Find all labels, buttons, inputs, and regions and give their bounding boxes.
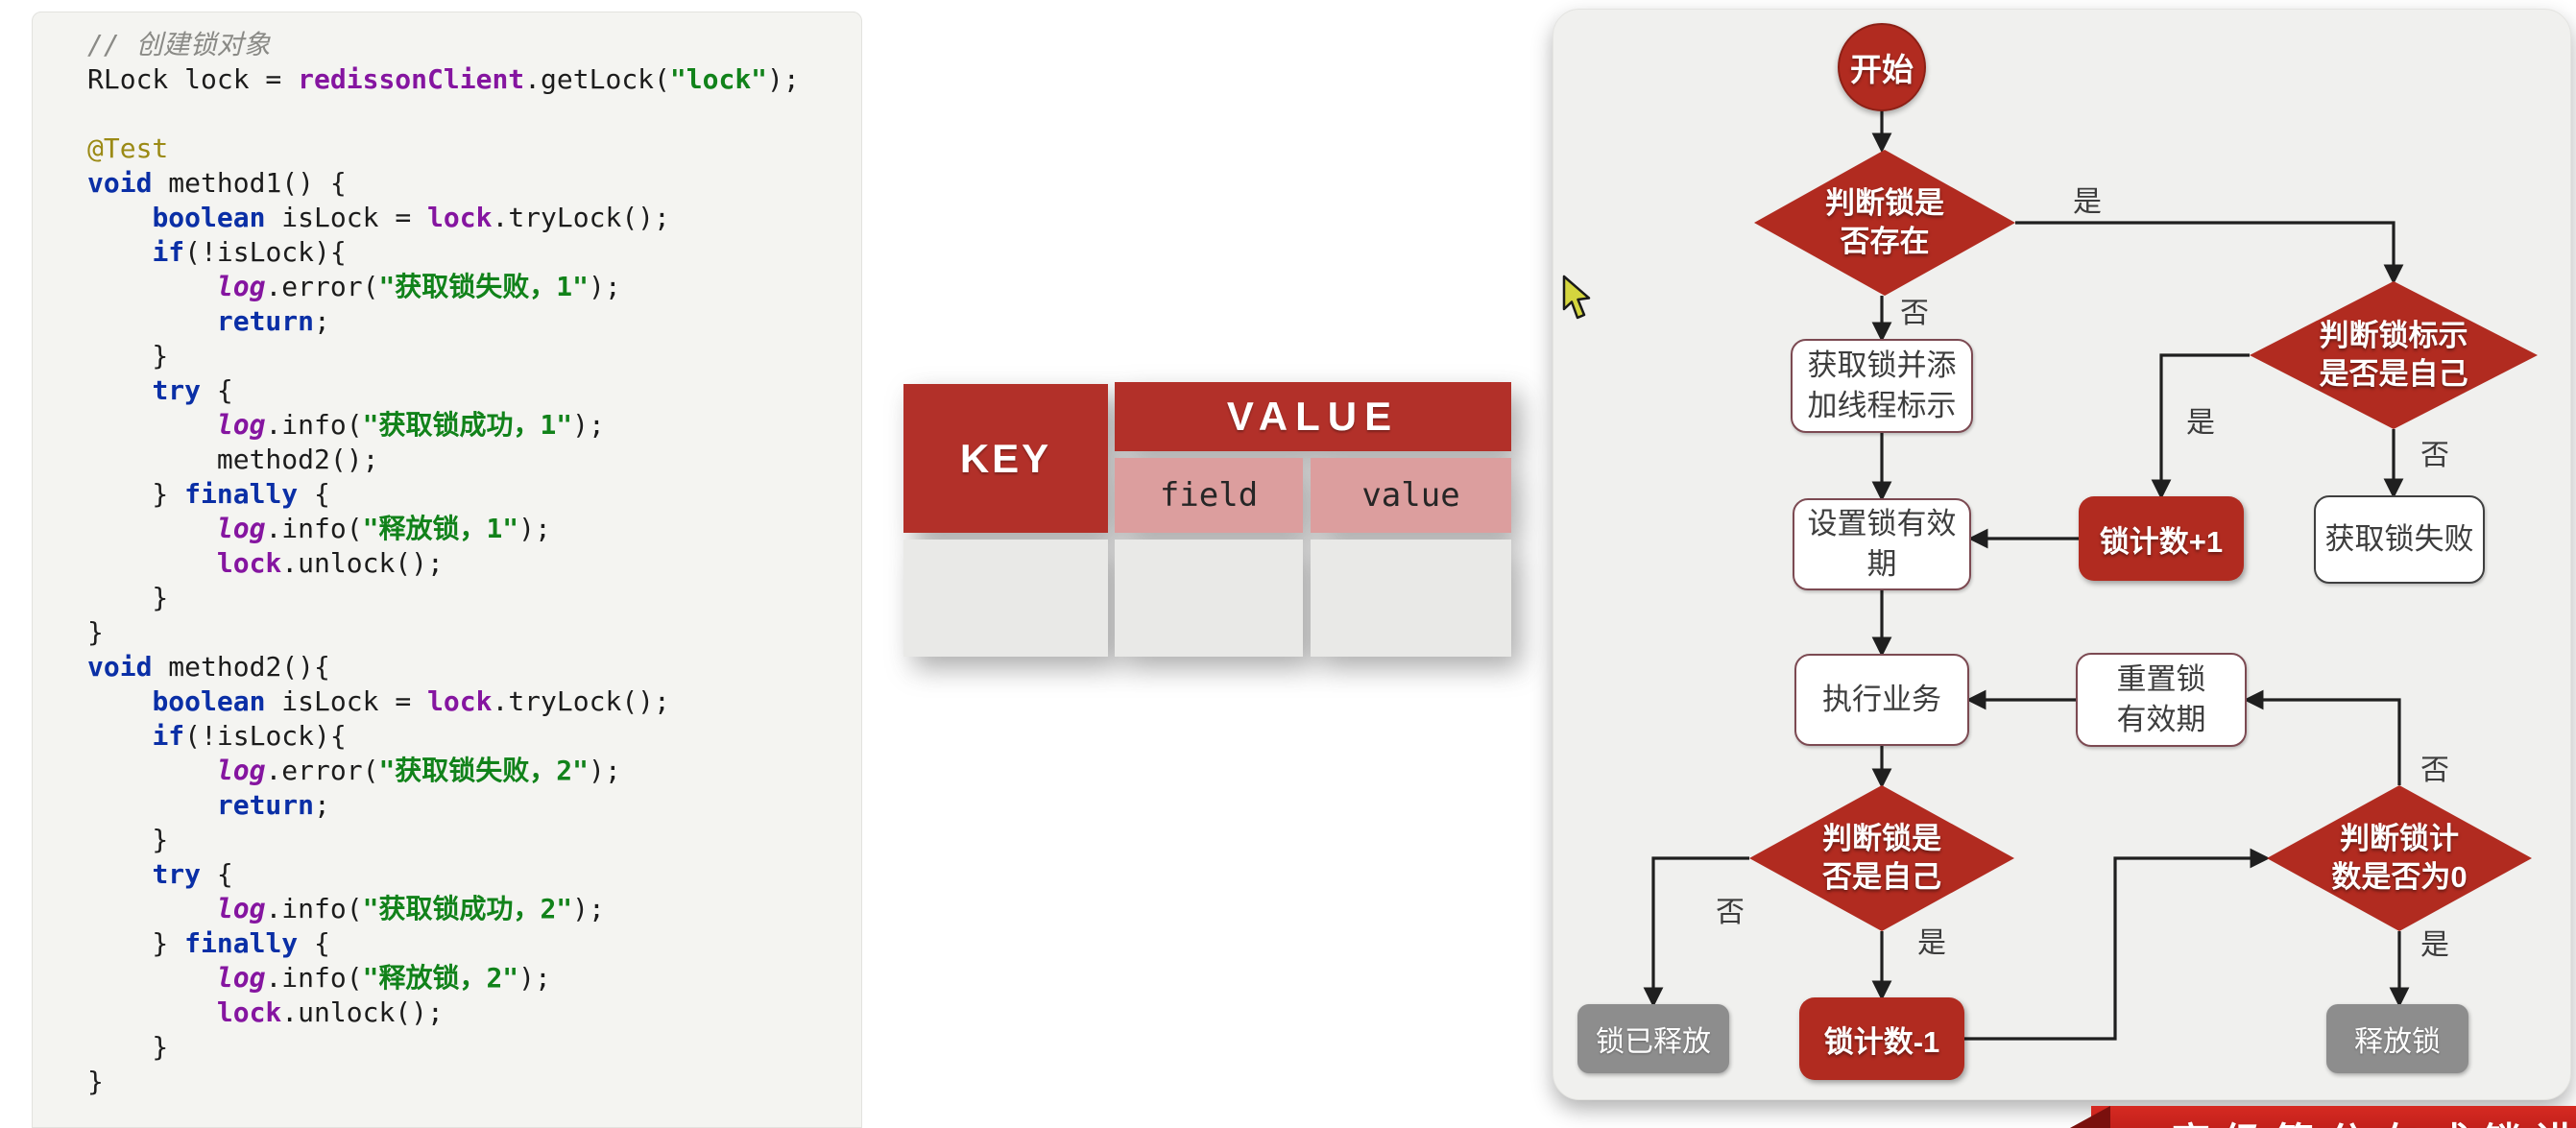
code-line: try { [152,858,233,890]
field-header-label: field [1159,476,1259,515]
edge-countzero-no-to-reset [2243,689,2401,785]
check-owner-release-diamond: 判断锁是否是自己 [1749,785,2014,931]
code-line: // 创建锁对象 [87,29,271,60]
run-business-box: 执行业务 [1794,654,1969,746]
code-line: if(!isLock){ [152,720,347,752]
acquire-lock-add-mark-box: 获取锁并添加线程标示 [1791,339,1973,433]
acquire-lock-fail-box: 获取锁失败 [2314,495,2485,584]
flowchart-panel: 开始判断锁是否存在获取锁并添加线程标示 判断锁标示是否是自己设置锁有效期 锁计数+1… [1553,9,2571,1100]
flow-edges [1643,109,2410,1041]
reset-lock-ttl-box: 重置锁有效期 [2076,653,2247,747]
code-line: log.error("获取锁失败，1"); [216,271,621,302]
edge-label: 否 [2420,440,2449,471]
value-header-label: VALUE [1226,394,1400,439]
chapter-banner: 高级篇分布式锁讲解 [2070,1103,2576,1128]
empty-value-cell [1311,540,1511,657]
code-line: } [87,582,169,613]
check-lock-exists-diamond: 判断锁是否存在 [1754,150,2015,296]
edge-decr-to-countzero [1964,848,2271,1041]
code-line: void method1() { [87,167,347,199]
edge-label: 是 [1917,927,1946,959]
release-lock-box: 释放锁 [2326,1004,2468,1073]
code-line: } [87,824,169,855]
lock-released-box: 锁已释放 [1577,1004,1729,1073]
value-col-header-label: value [1361,476,1460,515]
code-line: return; [216,305,330,337]
code-line: log.info("获取锁成功，1"); [216,409,605,441]
edge-label: 是 [2420,929,2449,961]
check-lock-mark-self-diamond: 判断锁标示是否是自己 [2250,281,2538,429]
incr-lock-count-box: 锁计数+1 [2079,496,2244,581]
code-line: log.error("获取锁失败，2"); [216,755,621,786]
code-line: log.info("释放锁，1"); [216,513,551,544]
check-count-zero-diamond: 判断锁计数是否为0 [2267,785,2532,931]
code-line: } [87,1066,104,1097]
code-line: log.info("释放锁，2"); [216,962,551,994]
chapter-banner-band: 高级篇分布式锁讲解 [2091,1106,2576,1128]
code-line [87,97,861,132]
edge-label: 否 [2420,755,2449,786]
edge-exists-yes-to-mark [2015,221,2404,285]
code-line: boolean isLock = lock.tryLock(); [152,685,670,717]
field-header-cell: field [1115,458,1303,533]
code-line: @Test [87,132,169,164]
code-line: } [87,1031,169,1063]
start-node: 开始 [1838,23,1926,111]
edge-label: 否 [1900,298,1929,329]
edge-label: 是 [2073,186,2102,218]
code-line: boolean isLock = lock.tryLock(); [152,202,670,233]
code-line: } finally { [87,927,330,959]
code-line: try { [152,374,233,406]
empty-key-cell [903,540,1108,657]
key-header-label: KEY [959,435,1052,481]
chapter-banner-text: 高级篇分布式锁讲解 [2172,1111,2576,1128]
code-line: method2(); [87,444,379,475]
code-line: log.info("获取锁成功，2"); [216,893,605,924]
edge-mark-yes-to-incr [2151,353,2250,500]
set-lock-ttl-box: 设置锁有效期 [1793,498,1971,590]
code-line: } [87,616,104,648]
code-line: lock.unlock(); [216,547,444,579]
edge-owner-no-to-released [1643,856,1749,1008]
code-line: if(!isLock){ [152,236,347,268]
code-line: lock.unlock(); [216,996,444,1028]
edge-label: 是 [2186,407,2215,439]
value-header-cell: VALUE [1115,382,1511,451]
code-line: } [87,340,169,372]
redis-structure-table: KEY VALUE field value [903,382,1511,657]
value-col-header-cell: value [1311,458,1511,533]
code-line: RLock lock = redissonClient.getLock("loc… [87,63,800,95]
mouse-cursor-icon [1562,275,1591,320]
empty-field-cell [1115,540,1303,657]
decr-lock-count-box: 锁计数-1 [1799,997,1964,1080]
code-line: return; [216,789,330,821]
edge-label: 否 [1716,897,1745,928]
code-line: } finally { [87,478,330,510]
flow-nodes: 开始判断锁是否存在获取锁并添加线程标示 判断锁标示是否是自己设置锁有效期 锁计数+1… [1553,10,2572,1101]
key-header-cell: KEY [903,384,1108,533]
code-line: void method2(){ [87,651,330,683]
